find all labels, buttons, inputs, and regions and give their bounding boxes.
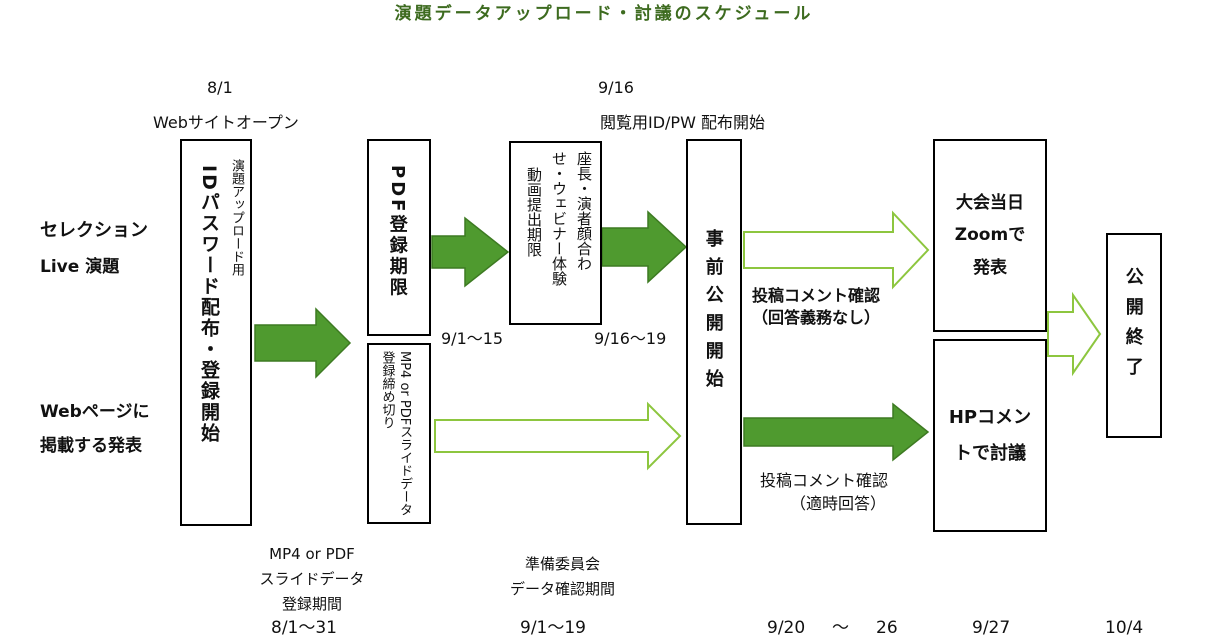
arrow-to-close — [1047, 291, 1102, 377]
date-aug-1: 8/1 — [207, 78, 233, 97]
chair-webinar-box: 座長・演者顔合わ せ・ウェビナー体験 動画提出期限 — [509, 141, 602, 325]
conf-day-line-1: 大会当日 — [956, 193, 1024, 214]
arrow-mp4-to-pre-open — [434, 401, 682, 471]
category-live: Live 演題 — [40, 257, 120, 277]
comment-confirm-2: 投稿コメント確認 — [760, 471, 889, 490]
hp-comment-line-2: トで討議 — [954, 442, 1026, 464]
committee-line-1: 準備委員会 — [524, 555, 600, 573]
category-selection: セレクション — [40, 220, 148, 241]
pdf-period-text: PDF登録期限 — [386, 165, 408, 299]
date-sep-16: 9/16 — [598, 78, 634, 97]
arrow-chair-to-pre-open — [601, 210, 688, 284]
conference-day-box: 大会当日 Zoomで 発表 — [933, 139, 1047, 332]
chair-col-3: 動画提出期限 — [525, 167, 543, 257]
id-password-box: 演題アップロード用 IDパスワード配布・登録開始 — [180, 139, 252, 526]
timeline-tilde: ～ — [832, 618, 849, 638]
pre-open-box: 事前公開開始 — [686, 139, 742, 525]
hp-comment-box: HPコメン トで討議 — [933, 339, 1047, 532]
timeline-sep-1-19: 9/1～19 — [520, 618, 586, 638]
chair-col-1: 座長・演者顔合わ — [575, 151, 593, 271]
comment-confirm-2b: （適時回答） — [790, 494, 887, 513]
category-web-page: Webページに — [40, 402, 150, 422]
committee-line-2: データ確認期間 — [509, 580, 615, 598]
timeline-oct-4: 10/4 — [1105, 618, 1144, 638]
arrow-pre-open-to-hp — [743, 402, 930, 462]
arrow-pre-open-to-conf-day — [743, 210, 930, 290]
pre-open-text: 事前公開開始 — [702, 229, 724, 397]
conf-day-line-2: Zoomで — [954, 225, 1026, 246]
viewer-id-label: 閲覧用ID/PW 配布開始 — [600, 113, 765, 132]
mp4-deadline-box: MP4 or PDFスライドデータ登録締め切り — [367, 343, 431, 524]
mp4-period-line-3: 登録期間 — [281, 595, 342, 613]
pdf-period-box: PDF登録期限 — [367, 139, 431, 336]
comment-confirm-1: 投稿コメント確認 — [752, 286, 881, 305]
arrow-id-to-mp4 — [254, 307, 352, 379]
mp4-period-line-1: MP4 or PDF — [269, 545, 355, 563]
diagram-title: 演題データアップロード・討議のスケジュール — [394, 4, 814, 24]
range-sep-1-15: 9/1～15 — [441, 329, 504, 348]
mp4-period-line-2: スライドデータ — [259, 570, 365, 588]
website-open-label: Webサイトオープン — [153, 113, 299, 132]
conf-day-line-3: 発表 — [973, 257, 1007, 278]
id-box-sub: 演題アップロード用 — [229, 159, 244, 276]
close-text: 公開終了 — [1122, 267, 1144, 387]
id-box-main: IDパスワード配布・登録開始 — [198, 165, 220, 444]
timeline-sep-20: 9/20 — [767, 618, 806, 638]
close-box: 公開終了 — [1106, 233, 1162, 438]
timeline-aug-1-31: 8/1～31 — [271, 618, 337, 638]
timeline-26: 26 — [876, 618, 898, 638]
arrow-pdf-to-chair — [431, 216, 510, 288]
comment-confirm-1b: （回答義務なし） — [752, 308, 881, 327]
chair-col-2: せ・ウェビナー体験 — [550, 151, 568, 286]
hp-comment-line-1: HPコメン — [948, 406, 1032, 428]
range-sep-16-19: 9/16～19 — [594, 329, 667, 348]
timeline-sep-27: 9/27 — [972, 618, 1011, 638]
mp4-deadline-text: MP4 or PDFスライドデータ登録締め切り — [379, 351, 413, 517]
category-web-page-2: 掲載する発表 — [40, 436, 142, 456]
